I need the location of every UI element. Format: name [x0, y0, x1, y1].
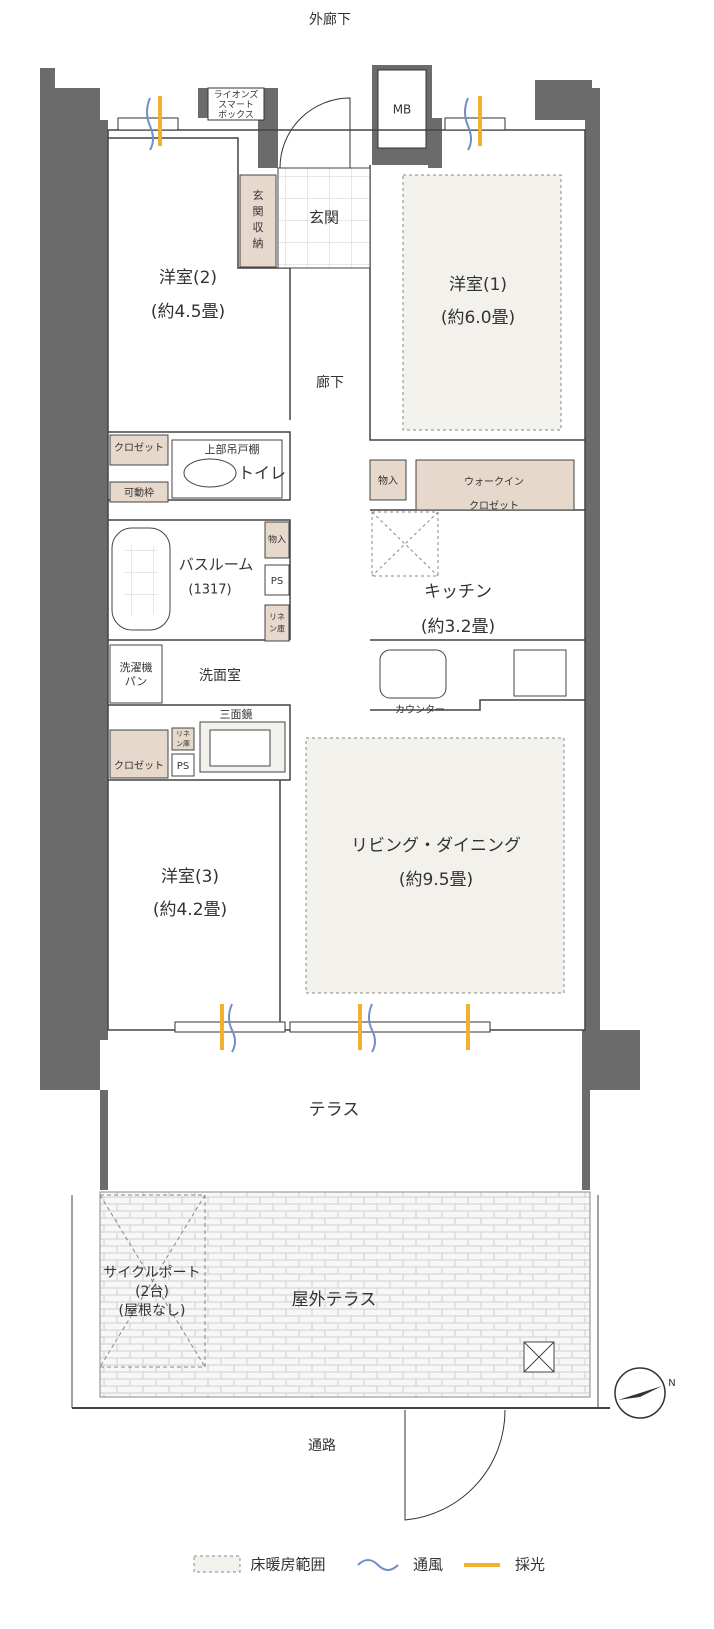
legend-floor-heating: 床暖房範囲: [250, 1556, 325, 1574]
kitchen-name: キッチン: [424, 582, 492, 602]
vanity-basin: [209, 729, 271, 767]
walk-in-closet: [415, 459, 575, 511]
wic-line-1: ウォークイン: [464, 476, 524, 488]
washer-pan-1: 洗濯機: [120, 660, 153, 674]
upper-cabinet: [171, 439, 283, 499]
linen-wash: [171, 727, 195, 751]
storage-bath: [264, 521, 290, 559]
cycle-port-3: (屋根なし): [119, 1303, 186, 1319]
upper-cabinet-label: 上部吊戸棚: [205, 442, 260, 456]
ps-bath: [264, 564, 290, 596]
washer-pan-2: パン: [125, 675, 148, 688]
entrance-label: 玄関: [309, 209, 339, 227]
western-room-1-name: 洋室(1): [449, 275, 507, 295]
washer-pan: [109, 644, 163, 704]
kitchen-sink: [379, 649, 447, 699]
linen-wash-2: ン庫: [176, 739, 190, 748]
interior-lines: [107, 129, 586, 1031]
living-dining-name: リビング・ダイニング: [351, 836, 521, 856]
outdoor-terrace: [99, 1191, 591, 1398]
entrance-floor: [277, 167, 371, 269]
wic-line-2: クロゼット: [469, 500, 519, 512]
western-room-1-heated: [402, 174, 562, 431]
outer-corridor-label: 外廊下: [309, 11, 351, 28]
terrace-label: テラス: [309, 1100, 360, 1120]
toilet-bowl: [183, 458, 237, 488]
closet-room-3: [109, 729, 169, 779]
lions-box-line-3: ボックス: [218, 110, 254, 121]
gate-door: [404, 1409, 506, 1521]
lions-box-line-2: スマート: [218, 101, 254, 111]
entry-door: [279, 97, 351, 169]
linen-wash-1: リネ: [176, 730, 190, 738]
linen-bath-2: ン庫: [269, 624, 285, 634]
linen-bath: [264, 604, 290, 642]
bathroom-size: (1317): [188, 583, 231, 598]
legend-ventilation: 通風: [413, 1556, 443, 1574]
linen-bath-1: リネ: [269, 613, 285, 622]
cycle-port: [99, 1194, 206, 1368]
closet-room-3-label: クロゼット: [114, 760, 164, 772]
movable-shelf-label: 可動枠: [124, 486, 154, 499]
cycle-port-1: サイクルポート: [103, 1265, 200, 1281]
kitchen-fridge-cross: [371, 511, 439, 577]
kitchen-fridge: [371, 511, 439, 577]
road-label: 通路: [308, 1438, 336, 1454]
western-room-1-size: (約6.0畳): [441, 308, 515, 328]
triple-mirror-label: 三面鏡: [220, 707, 253, 721]
entrance-storage-2: 関: [253, 205, 264, 218]
ps-wash-label: PS: [177, 761, 189, 772]
entrance-storage-3: 収: [253, 221, 264, 234]
entrance-storage-4: 納: [253, 237, 264, 250]
storage-kitchen-label: 物入: [378, 474, 398, 487]
cycle-port-cross: [99, 1194, 206, 1368]
lions-box: [207, 87, 265, 121]
living-dining-size: (約9.5畳): [399, 870, 473, 890]
outdoor-terrace-label: 屋外テラス: [292, 1290, 377, 1310]
closet-room-2: [109, 434, 169, 466]
ps-wash: [171, 753, 195, 777]
compass-icon: N: [614, 1367, 676, 1419]
counter-label: カウンター: [395, 704, 445, 716]
stove: [513, 649, 567, 697]
bathroom-name: バスルーム: [179, 556, 254, 574]
hallway-label: 廊下: [316, 374, 344, 391]
lions-box-line-1: ライオンズ: [214, 89, 259, 101]
entrance-storage-1: 玄: [253, 188, 264, 202]
western-room-3-name: 洋室(3): [161, 867, 219, 887]
entrance-storage: [239, 174, 277, 268]
mb-label: MB: [393, 103, 412, 117]
ps-bath-label: PS: [271, 576, 283, 587]
western-room-2-name: 洋室(2): [159, 268, 217, 288]
washroom-label: 洗面室: [199, 667, 241, 684]
closet-room-2-label: クロゼット: [114, 442, 164, 454]
legend: 床暖房範囲 通風 採光: [193, 1555, 545, 1574]
legend-daylight: 採光: [515, 1556, 545, 1574]
bathtub-mat: [124, 545, 158, 615]
cycle-port-2: (2台): [135, 1284, 169, 1300]
svg-text:N: N: [668, 1378, 675, 1389]
western-room-3-size: (約4.2畳): [153, 900, 227, 920]
kitchen-size: (約3.2畳): [421, 617, 495, 637]
storage-kitchen: [369, 459, 407, 501]
toilet-label: トイレ: [238, 464, 286, 483]
living-dining-heated: [305, 737, 565, 994]
western-room-2-size: (約4.5畳): [151, 302, 225, 322]
movable-shelf: [109, 481, 169, 503]
mb-box: [377, 69, 427, 149]
window-marks: [117, 96, 506, 1053]
storage-bath-label: 物入: [268, 534, 286, 546]
